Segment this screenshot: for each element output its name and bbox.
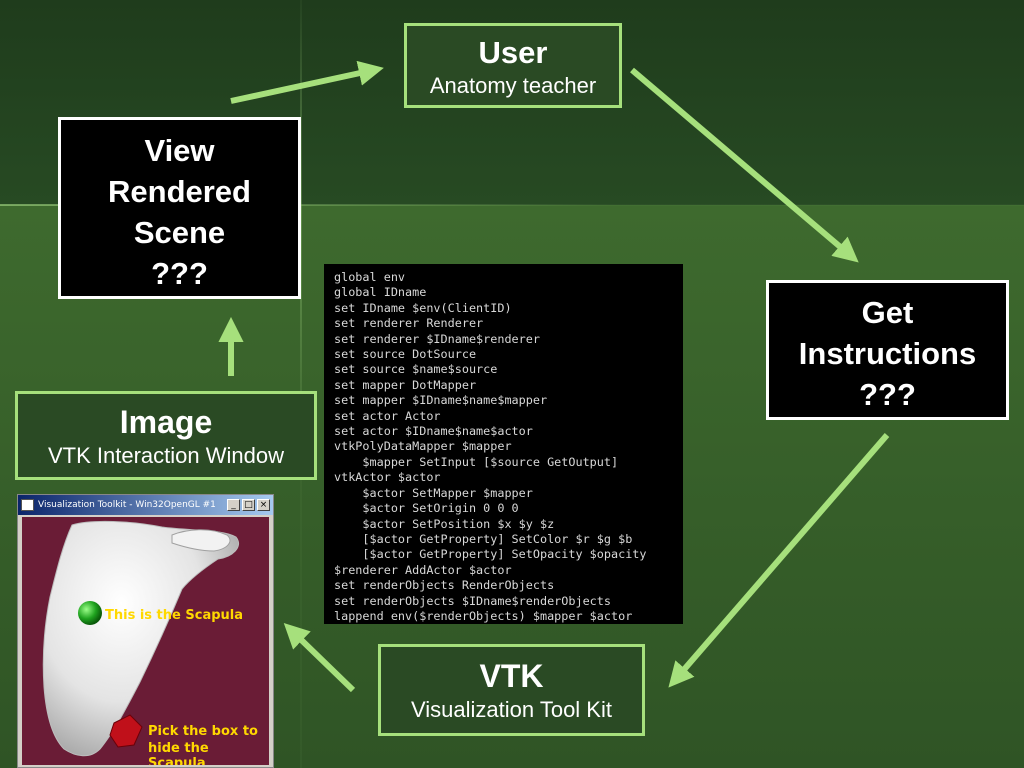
user-title: User [478,35,548,70]
code-line: set renderObjects $IDname$renderObjects [334,593,611,608]
image-box: Image VTK Interaction Window [15,391,317,480]
code-line: global env [334,270,406,284]
image-subtitle: VTK Interaction Window [48,443,284,468]
arrow-user-to-instructions [630,67,859,263]
get-instructions-box: Get Instructions ??? [766,280,1009,420]
code-line: set actor Actor [334,408,441,423]
code-line: [$actor GetProperty] SetColor $r $g $b [334,531,633,546]
scapula-bone [42,520,240,757]
code-line: lappend env($renderObjects) $mapper $act… [334,608,633,623]
code-line: $mapper SetInput [$source GetOutput] [334,454,619,469]
arrow-view-to-user [230,60,384,104]
code-line: global IDname [334,285,427,300]
code-line: set source DotSource [334,347,477,362]
view-rendered-scene-box: View Rendered Scene ??? [58,117,301,299]
background-accent-line-vertical [300,0,302,768]
vtk-interaction-window: Visualization Toolkit - Win32OpenGL #1 _… [17,494,274,768]
code-line: $actor SetPosition $x $y $z [334,516,555,531]
close-button[interactable]: × [257,499,270,511]
code-line: set source $name$source [334,362,498,377]
maximize-button[interactable]: □ [242,499,255,511]
view-line-3: Scene [133,215,226,250]
code-line: set renderer Renderer [334,316,484,331]
code-line: $actor SetOrigin 0 0 0 [334,501,519,516]
arrow-vtk-to-image [283,622,356,693]
user-subtitle: Anatomy teacher [429,73,597,98]
code-line: set mapper $IDname$name$mapper [334,393,548,408]
code-line: set renderer $IDname$renderer [334,331,540,346]
red-box [109,714,143,748]
green-sphere [78,601,102,625]
code-line: [$actor GetProperty] SetOpacity $opacity [334,547,647,562]
minimize-button[interactable]: _ [227,499,240,511]
vtk-title: VTK [479,658,544,694]
code-line: $renderer AddActor $actor [334,562,512,577]
code-line: set actor $IDname$name$actor [334,424,533,439]
instructions-line-3: ??? [859,377,916,412]
background-accent-line-horizontal [0,204,1024,206]
view-line-1: View [144,133,215,168]
code-line: set renderObjects RenderObjects [334,578,555,593]
image-title: Image [119,404,213,440]
scapula-scene [42,520,240,757]
instructions-line-1: Get [861,295,914,330]
view-line-4: ??? [151,256,208,291]
pick-box-label-2: hide the Scapula [148,741,209,765]
arrow-instructions-to-vtk [668,433,890,688]
render-canvas[interactable]: This is the Scapula Pick the box to hide… [22,517,269,765]
instructions-line-2: Instructions [798,336,977,371]
vtk-subtitle: Visualization Tool Kit [411,697,612,722]
pick-box-label-1: Pick the box to [148,724,258,739]
view-line-2: Rendered [108,174,251,209]
scapula-acromion [171,529,231,552]
code-line: vtkActor $actor [334,470,441,485]
code-line: $actor SetMapper $mapper [334,485,533,500]
vtk-box: VTK Visualization Tool Kit [378,644,645,736]
user-box: User Anatomy teacher [404,23,622,108]
code-line: set mapper DotMapper [334,377,477,392]
window-app-icon [21,499,34,511]
vtk-window-titlebar: Visualization Toolkit - Win32OpenGL #1 _… [18,495,273,515]
scapula-label: This is the Scapula [105,608,244,623]
code-line: vtkPolyDataMapper $mapper [334,439,512,454]
vtk-window-title: Visualization Toolkit - Win32OpenGL #1 [38,500,216,510]
code-line: set IDname $env(ClientID) [334,300,512,315]
